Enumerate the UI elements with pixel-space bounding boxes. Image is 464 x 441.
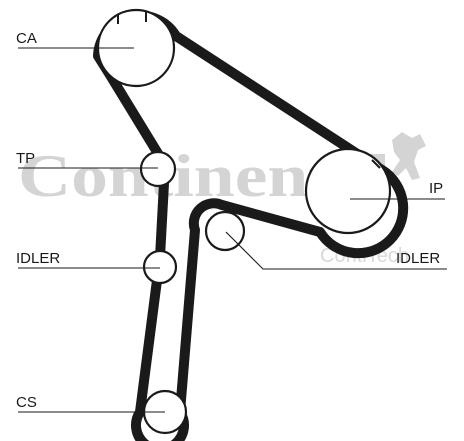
idler-right-leader-line — [225, 231, 447, 270]
label-tp: TP — [16, 150, 35, 167]
idler-pulley-left — [142, 249, 178, 285]
tensioner-pulley — [139, 150, 177, 188]
label-idler-right: IDLER — [396, 250, 440, 267]
injection-pump-pulley — [304, 147, 392, 235]
rearing-horse-icon — [392, 132, 426, 180]
injection-pump-timing-mark — [371, 159, 381, 169]
label-ip: IP — [429, 180, 443, 197]
label-idler-left: IDLER — [16, 250, 60, 267]
label-cs: CS — [16, 394, 37, 411]
label-ca: CA — [16, 30, 37, 47]
